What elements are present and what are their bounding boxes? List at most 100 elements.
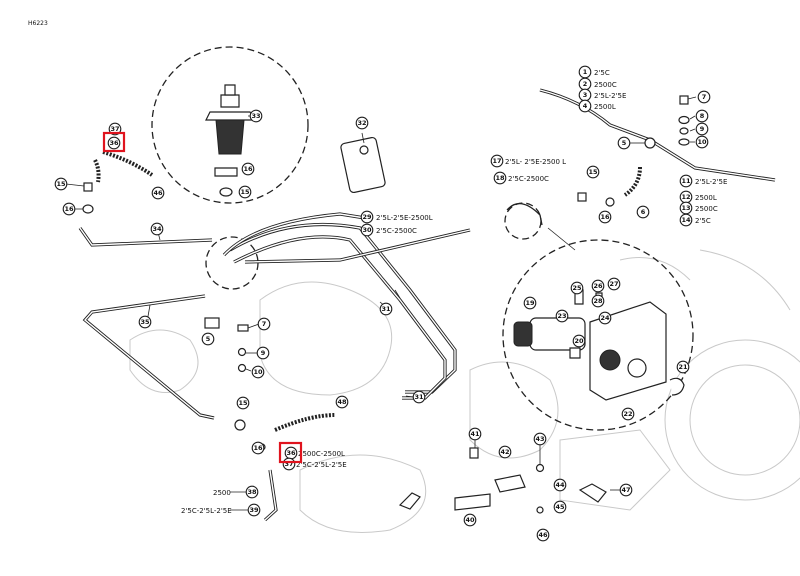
callout-7a: 7 — [697, 90, 711, 104]
callout-32: 32 — [355, 116, 369, 130]
svg-text:23: 23 — [557, 312, 566, 320]
callout-30: 30 — [360, 223, 374, 237]
callout-10b: 10 — [251, 365, 265, 379]
svg-text:8: 8 — [700, 112, 705, 120]
callout-28: 28 — [591, 294, 605, 308]
svg-text:9: 9 — [261, 349, 266, 357]
callout-13: 13 — [679, 201, 693, 215]
callout-15a: 15 — [586, 165, 600, 179]
svg-text:6: 6 — [641, 208, 646, 216]
svg-text:36: 36 — [286, 449, 296, 457]
svg-text:22: 22 — [623, 410, 632, 418]
svg-text:18: 18 — [495, 174, 505, 182]
svg-text:15: 15 — [240, 188, 250, 196]
svg-text:24: 24 — [600, 314, 610, 322]
svg-text:16: 16 — [64, 205, 74, 213]
svg-text:16: 16 — [600, 213, 610, 221]
svg-text:9: 9 — [700, 125, 705, 133]
svg-text:33: 33 — [251, 112, 260, 120]
callout-25: 25 — [570, 281, 584, 295]
callout-34: 34 — [150, 222, 164, 236]
callout-10a: 10 — [695, 135, 709, 149]
highlight-box-bottom — [278, 441, 303, 464]
callout-26: 26 — [591, 279, 605, 293]
detail-circle-union — [151, 46, 309, 204]
svg-text:13: 13 — [681, 204, 690, 212]
callout-33: 33 — [249, 109, 263, 123]
label-38: 2500 — [213, 489, 231, 497]
svg-text:36: 36 — [109, 139, 119, 147]
callout-15-detail: 15 — [238, 185, 252, 199]
label-12: 2500L — [695, 194, 717, 202]
label-4: 2500L — [594, 103, 616, 111]
callout-6: 6 — [636, 205, 650, 219]
svg-text:28: 28 — [593, 297, 603, 305]
svg-text:7: 7 — [262, 320, 267, 328]
svg-text:3: 3 — [583, 91, 588, 99]
callout-16-detail: 16 — [241, 162, 255, 176]
callout-9b: 9 — [256, 346, 270, 360]
svg-text:29: 29 — [362, 213, 372, 221]
svg-text:14: 14 — [681, 216, 691, 224]
label-3: 2'5L-2'5E — [594, 92, 626, 100]
svg-text:12: 12 — [681, 193, 690, 201]
svg-text:5: 5 — [206, 335, 211, 343]
highlight-box-top — [102, 131, 126, 153]
callouts: 1 2 3 4 5 6 7 8 9 10 11 12 13 14 15 16 1… — [54, 65, 711, 542]
svg-text:10: 10 — [697, 138, 707, 146]
svg-text:35: 35 — [140, 318, 150, 326]
svg-text:21: 21 — [678, 363, 688, 371]
detail-circle-servo — [502, 227, 694, 431]
callout-7b: 7 — [257, 317, 271, 331]
callout-12: 12 — [679, 190, 693, 204]
callout-5b: 5 — [201, 332, 215, 346]
callout-2: 2 — [578, 77, 592, 91]
drawing-number: H6223 — [28, 20, 48, 27]
callout-48: 48 — [335, 395, 349, 409]
callout-36: 36 — [284, 446, 298, 460]
callout-37-top: 37 — [108, 122, 122, 136]
callout-29: 29 — [360, 210, 374, 224]
svg-text:7: 7 — [702, 93, 707, 101]
svg-text:25: 25 — [572, 284, 582, 292]
callout-3: 3 — [578, 88, 592, 102]
label-11: 2'5L-2'5E — [695, 178, 727, 186]
callout-16-left: 16 — [62, 202, 76, 216]
svg-text:34: 34 — [152, 225, 162, 233]
callout-8a: 8 — [695, 109, 709, 123]
callout-31b: 31 — [412, 390, 426, 404]
svg-text:31: 31 — [381, 305, 391, 313]
svg-text:27: 27 — [609, 280, 618, 288]
flexible-hoses — [93, 150, 642, 432]
svg-text:2: 2 — [583, 80, 588, 88]
callout-11: 11 — [679, 174, 693, 188]
fittings-and-clips — [82, 95, 690, 514]
svg-text:15: 15 — [238, 399, 248, 407]
callout-17: 17 — [490, 154, 504, 168]
svg-text:19: 19 — [525, 299, 535, 307]
label-37: 2'5C-2'5L-2'5E — [296, 461, 347, 469]
callout-16b: 16 — [251, 441, 265, 455]
svg-text:40: 40 — [465, 516, 475, 524]
callout-15-left: 15 — [54, 177, 68, 191]
label-18: 2'5C-2500C — [508, 175, 549, 183]
svg-text:46: 46 — [538, 531, 548, 539]
svg-text:32: 32 — [357, 119, 366, 127]
svg-text:38: 38 — [247, 488, 257, 496]
callout-47: 47 — [619, 483, 633, 497]
callout-46: 46 — [536, 528, 550, 542]
callout-37: 37 — [282, 457, 296, 471]
label-1: 2'5C — [594, 69, 610, 77]
svg-text:37: 37 — [110, 125, 119, 133]
label-17: 2'5L- 2'5E-2500 L — [505, 158, 566, 166]
callout-24: 24 — [598, 311, 612, 325]
callout-9a: 9 — [695, 122, 709, 136]
svg-text:10: 10 — [253, 368, 263, 376]
svg-text:43: 43 — [535, 435, 544, 443]
callout-14: 14 — [679, 213, 693, 227]
callout-1: 1 — [578, 65, 592, 79]
callout-16a: 16 — [598, 210, 612, 224]
callout-40: 40 — [463, 513, 477, 527]
callout-46-top: 46 — [151, 186, 165, 200]
